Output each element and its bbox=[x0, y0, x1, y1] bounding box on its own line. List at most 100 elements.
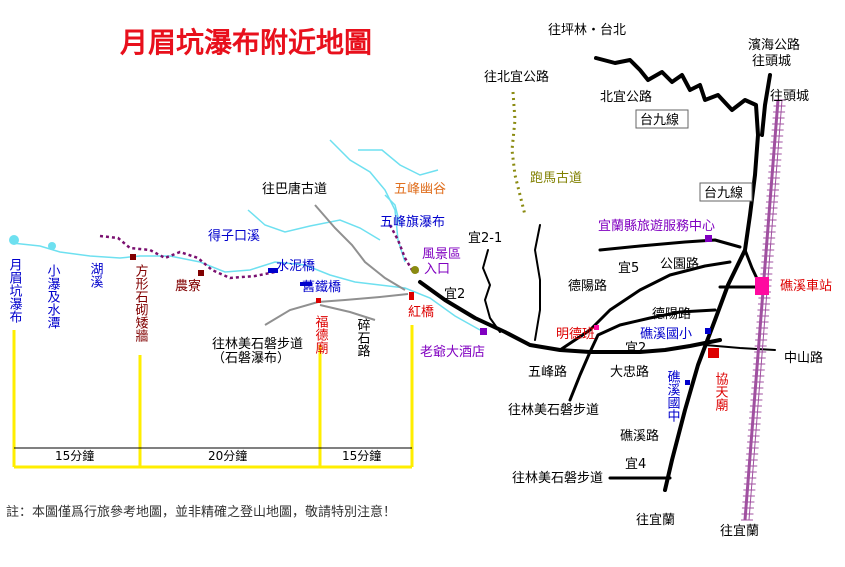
duration-3: 15分鐘 bbox=[342, 448, 381, 463]
label-to-yilan-1: 往宜蘭 bbox=[636, 512, 675, 528]
coastal-hwy-line bbox=[760, 73, 772, 137]
stream-north-3 bbox=[358, 149, 439, 176]
label-laoye-hotel: 老爺大酒店 bbox=[420, 345, 485, 360]
label-mingde: 明德班 bbox=[556, 327, 595, 342]
label-wufengqi-falls: 五峰旗瀑布 bbox=[380, 214, 445, 230]
label-to-toucheng-2: 往頭城 bbox=[770, 89, 809, 104]
label-yi5: 宜5 bbox=[618, 261, 639, 276]
tai9-label-box-2 bbox=[699, 182, 753, 202]
label-park-road: 公園路 bbox=[660, 256, 699, 272]
label-lake-stream: 湖溪 bbox=[88, 262, 104, 288]
deyang-road-line bbox=[588, 308, 717, 354]
label-jiaoxi-station: 礁溪車站 bbox=[780, 278, 832, 294]
label-scenic-entrance-1: 風景區 bbox=[422, 247, 461, 262]
label-xietian-temple: 協天廟 bbox=[713, 372, 729, 411]
label-wufeng-valley: 五峰幽谷 bbox=[394, 182, 446, 197]
label-old-iron-bridge: 舊鐵橋 bbox=[302, 279, 341, 295]
stream-north-2 bbox=[329, 139, 406, 263]
trail-main bbox=[99, 234, 276, 280]
park-road-line bbox=[558, 260, 732, 352]
xietian-temple-marker bbox=[708, 348, 719, 358]
dazhong-road-line bbox=[568, 350, 592, 402]
gravel-road-line bbox=[319, 304, 376, 321]
trail-paths bbox=[99, 224, 421, 280]
jiaoxi-junior-marker bbox=[685, 380, 690, 385]
zhongshan-road-line bbox=[704, 344, 776, 351]
stream-north-1 bbox=[247, 209, 381, 241]
sw-road-line bbox=[534, 224, 541, 341]
duration-2: 20分鐘 bbox=[208, 448, 247, 463]
label-farm-hut: 農寮 bbox=[175, 278, 201, 294]
square-wall-marker bbox=[130, 254, 136, 260]
yi2-1-line bbox=[482, 249, 501, 333]
label-square-wall: 方形石砌矮牆 bbox=[133, 263, 149, 343]
label-to-toucheng-1: 往頭城 bbox=[752, 54, 791, 69]
old-iron-bridge-marker bbox=[300, 282, 312, 286]
gray-roads bbox=[264, 204, 409, 326]
label-visitor-center: 宜蘭縣旅遊服務中心 bbox=[598, 218, 715, 234]
label-to-linmei-2: 往林美石磐步道 bbox=[512, 471, 603, 486]
label-linmei-trail-2: （石磐瀑布） bbox=[212, 351, 290, 366]
map-note: 註：本圖僅爲行旅參考地圖，並非精確之登山地圖，敬請特別注意！ bbox=[6, 504, 396, 520]
label-linmei-trail-1: 往林美石磐步道 bbox=[212, 337, 303, 352]
label-paoma-trail: 跑馬古道 bbox=[530, 171, 582, 186]
label-red-bridge: 紅橋 bbox=[408, 305, 434, 320]
tai9-label-box-1 bbox=[635, 109, 689, 129]
label-yi2-b: 宜2 bbox=[625, 341, 646, 356]
laoye-hotel-marker bbox=[480, 328, 487, 335]
label-jiaoxi-road: 礁溪路 bbox=[620, 428, 659, 444]
beiyi-hwy-line bbox=[594, 56, 760, 137]
red-bridge-marker bbox=[409, 292, 414, 300]
map-title: 月眉坑瀑布附近地圖 bbox=[119, 26, 372, 59]
label-gravel-road: 碎石路 bbox=[355, 318, 371, 357]
label-to-beiyi-hwy: 往北宜公路 bbox=[484, 69, 549, 85]
yuemeikeng-falls-marker bbox=[9, 235, 19, 245]
mingde-marker bbox=[594, 325, 599, 330]
label-yi2-1: 宜2-1 bbox=[468, 231, 502, 246]
streams bbox=[11, 139, 481, 331]
markers bbox=[9, 235, 769, 385]
jiaoxi-elem-marker bbox=[705, 328, 711, 334]
label-scenic-entrance-2: 入口 bbox=[424, 262, 450, 277]
railway bbox=[741, 99, 786, 521]
label-dezikou-stream: 得子口溪 bbox=[208, 228, 260, 244]
label-tai9-1: 台九線 bbox=[640, 112, 679, 128]
trail-upper bbox=[388, 224, 421, 274]
label-to-pinglin-taipei: 往坪林・台北 bbox=[548, 23, 626, 38]
stream-north-4 bbox=[384, 194, 401, 226]
label-jiaoxi-elem: 礁溪國小 bbox=[640, 326, 692, 342]
label-cement-bridge: 水泥橋 bbox=[276, 259, 315, 274]
label-deyang-road-2: 德陽路 bbox=[652, 306, 691, 322]
label-deyang-road-1: 德陽路 bbox=[568, 278, 607, 294]
label-coastal-hwy: 濱海公路 bbox=[748, 37, 800, 53]
label-dazhong-road: 大忠路 bbox=[610, 364, 649, 380]
visitor-center-marker bbox=[705, 235, 712, 242]
label-to-linmei-1: 往林美石磐步道 bbox=[508, 403, 599, 418]
map-labels: 月眉坑瀑布附近地圖 往坪林・台北 濱海公路 往頭城 往頭城 往北宜公路 北宜公路… bbox=[6, 23, 832, 539]
railway-ties bbox=[741, 99, 786, 521]
stream-main bbox=[11, 242, 481, 331]
visitor-road bbox=[598, 238, 742, 252]
farm-hut-marker bbox=[198, 270, 204, 276]
main-roads bbox=[418, 56, 776, 492]
label-yi2-a: 宜2 bbox=[444, 287, 465, 302]
label-fude-temple: 福德廟 bbox=[313, 315, 329, 354]
scenic-entrance-marker bbox=[411, 266, 419, 274]
label-tai9-2: 台九線 bbox=[704, 185, 743, 201]
label-small-falls: 小瀑及水潭 bbox=[45, 264, 61, 329]
label-wufeng-road: 五峰路 bbox=[528, 364, 567, 380]
cement-bridge-marker bbox=[268, 268, 278, 273]
label-beiyi-hwy: 北宜公路 bbox=[600, 89, 652, 105]
paoma-trail-line bbox=[510, 91, 527, 216]
label-to-yilan-2: 往宜蘭 bbox=[720, 523, 759, 539]
duration-1: 15分鐘 bbox=[55, 448, 94, 463]
batang-road bbox=[314, 204, 406, 291]
label-yuemeikeng-falls: 月眉坑瀑布 bbox=[7, 258, 23, 324]
label-to-batang: 往巴唐古道 bbox=[262, 181, 327, 197]
label-jiaoxi-junior: 礁溪國中 bbox=[665, 369, 681, 422]
label-zhongshan-road: 中山路 bbox=[784, 350, 823, 366]
fude-temple-marker bbox=[316, 298, 321, 303]
linmei-gray-road bbox=[264, 293, 409, 326]
